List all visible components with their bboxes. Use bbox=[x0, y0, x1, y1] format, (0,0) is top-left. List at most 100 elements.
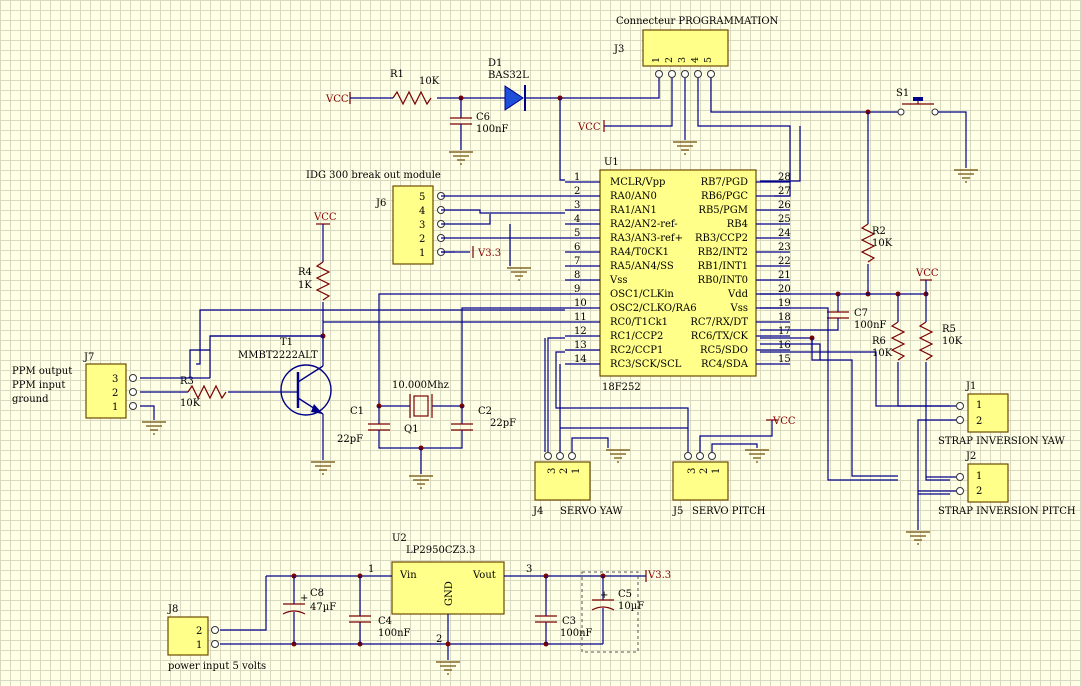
u2-vin: Vin bbox=[399, 570, 417, 581]
j3-title: Connecteur PROGRAMMATION bbox=[616, 16, 779, 27]
u1-right-pin-name: RC6/TX/CK bbox=[691, 331, 749, 342]
d1-label: D1 bbox=[488, 58, 502, 69]
u1-right-pin-name: RC5/SDO bbox=[700, 345, 748, 356]
diode-d1 bbox=[504, 85, 524, 111]
j8-label: J8 bbox=[167, 604, 178, 615]
u2-vout: Vout bbox=[472, 570, 496, 581]
j4-title: SERVO YAW bbox=[560, 506, 623, 517]
j8-pin-1: 1 bbox=[196, 640, 202, 651]
s1-label: S1 bbox=[896, 88, 909, 99]
u1-right-pin-num: 28 bbox=[778, 172, 791, 183]
u1-left-pin-name: OSC1/CLKin bbox=[610, 289, 674, 300]
j3-pin-4: 4 bbox=[690, 57, 701, 63]
resistor-r2 bbox=[860, 223, 876, 263]
r3-label: R3 bbox=[180, 376, 194, 387]
j2-pin-1: 1 bbox=[976, 471, 982, 482]
c5-label: C5 bbox=[618, 589, 632, 600]
r5-label: R5 bbox=[942, 324, 956, 335]
j1-label: J1 bbox=[965, 381, 976, 392]
j2-pin-2: 2 bbox=[976, 486, 982, 497]
servo-pin: 2 bbox=[699, 468, 710, 474]
u1-left-pin-name: MCLR/Vpp bbox=[610, 177, 665, 188]
j7-line-1: PPM output bbox=[12, 366, 72, 377]
u2-part: LP2950CZ3.3 bbox=[406, 545, 475, 556]
u1-right-pin-name: RB3/CCP2 bbox=[695, 233, 748, 244]
u1-right-pin-name: Vdd bbox=[727, 289, 749, 300]
c8-plus: + bbox=[300, 593, 308, 604]
j7-pin: 3 bbox=[112, 374, 118, 385]
u1-left-pin-name: RC1/CCP2 bbox=[610, 331, 663, 342]
u1-right-pin-name: RB4 bbox=[727, 219, 748, 230]
c5-optional-box bbox=[581, 571, 639, 653]
u2-gnd: GND bbox=[444, 581, 455, 606]
j3-pin-1: 1 bbox=[651, 57, 662, 63]
u1-right-pin-name: RB1/INT1 bbox=[698, 261, 748, 272]
t1-label: T1 bbox=[280, 337, 293, 348]
r5-value: 10K bbox=[942, 336, 963, 347]
servo-pin: 1 bbox=[711, 468, 722, 474]
v33-label-j6: V3.3 bbox=[477, 248, 501, 259]
resistor-r3 bbox=[187, 384, 227, 400]
vcc-label-j3: VCC bbox=[577, 122, 601, 133]
j2-label: J2 bbox=[965, 451, 976, 462]
u1-right-pin-name: Vss bbox=[730, 303, 749, 314]
u1-right-pin-name: RC4/SDA bbox=[701, 359, 749, 370]
j3-pin-3: 3 bbox=[677, 57, 688, 63]
r3-value: 10K bbox=[180, 398, 201, 409]
c1-value: 22pF bbox=[337, 434, 363, 445]
u1-right-pin-num: 27 bbox=[778, 186, 791, 197]
j4-label: J4 bbox=[532, 506, 543, 517]
resistor-r5 bbox=[918, 321, 934, 361]
v33-label-u2: V3.3 bbox=[647, 570, 671, 581]
u1-right-pin-name: RB0/INT0 bbox=[698, 275, 748, 286]
vcc-label-r4: VCC bbox=[313, 212, 337, 223]
connector-j3: Connecteur PROGRAMMATION J3 1 2 3 4 5 bbox=[613, 16, 779, 78]
u1-left-pin-num: 3 bbox=[574, 200, 580, 211]
c4-label: C4 bbox=[378, 616, 392, 627]
c2-label: C2 bbox=[478, 406, 492, 417]
u1-left-pin-num: 14 bbox=[574, 354, 587, 365]
u1-left-pin-num: 13 bbox=[574, 340, 587, 351]
j6-title: IDG 300 break out module bbox=[306, 170, 441, 181]
u1-left-pin-num: 8 bbox=[574, 270, 580, 281]
u1-left-pin-num: 10 bbox=[574, 298, 587, 309]
u2-pin-3: 3 bbox=[526, 564, 532, 575]
u1-left-pin-name: RA2/AN2-ref- bbox=[610, 219, 678, 230]
u1-left-pin-name: RA1/AN1 bbox=[610, 205, 657, 216]
u1-right-pin-name: RB6/PGC bbox=[701, 191, 748, 202]
u1-left-pin-num: 9 bbox=[574, 284, 580, 295]
u1-label: U1 bbox=[604, 157, 619, 168]
j5-title: SERVO PITCH bbox=[692, 506, 766, 517]
capacitor-c7 bbox=[827, 311, 849, 319]
q1-value: 10.000Mhz bbox=[392, 380, 449, 391]
regulator-u2 bbox=[391, 561, 505, 615]
servo-pin: 3 bbox=[547, 468, 558, 474]
j3-label: J3 bbox=[613, 44, 624, 55]
c6-label: C6 bbox=[476, 112, 490, 123]
j5-label: J5 bbox=[672, 506, 683, 517]
r2-label: R2 bbox=[872, 226, 886, 237]
u1-left-pin-name: RA4/T0CK1 bbox=[610, 247, 669, 258]
u1-left-pin-name: Vss bbox=[609, 275, 628, 286]
j6-pin: 3 bbox=[419, 220, 425, 231]
capacitor-c6 bbox=[450, 117, 472, 125]
r1-value: 10K bbox=[419, 76, 440, 87]
u1-right-pin-name: RB7/PGD bbox=[701, 177, 748, 188]
j1-pin-1: 1 bbox=[976, 400, 982, 411]
j6-pin: 5 bbox=[419, 192, 425, 203]
u1-left-pin-name: RA0/AN0 bbox=[610, 191, 657, 202]
resistor-r1 bbox=[392, 90, 432, 106]
c8-label: C8 bbox=[310, 588, 324, 599]
connector-j4 bbox=[534, 461, 591, 501]
capacitor-c1 bbox=[368, 423, 390, 431]
j7-label: J7 bbox=[83, 352, 94, 363]
u1-right-pin-name: RB2/INT2 bbox=[698, 247, 748, 258]
j1-pin-2: 2 bbox=[976, 416, 982, 427]
c6-value: 100nF bbox=[476, 124, 509, 135]
u1-left-pin-num: 1 bbox=[574, 172, 580, 183]
c5-plus: + bbox=[600, 590, 608, 601]
connector-j8 bbox=[167, 616, 209, 656]
connector-j7 bbox=[85, 363, 127, 419]
u1-left-pin-num: 6 bbox=[574, 242, 580, 253]
